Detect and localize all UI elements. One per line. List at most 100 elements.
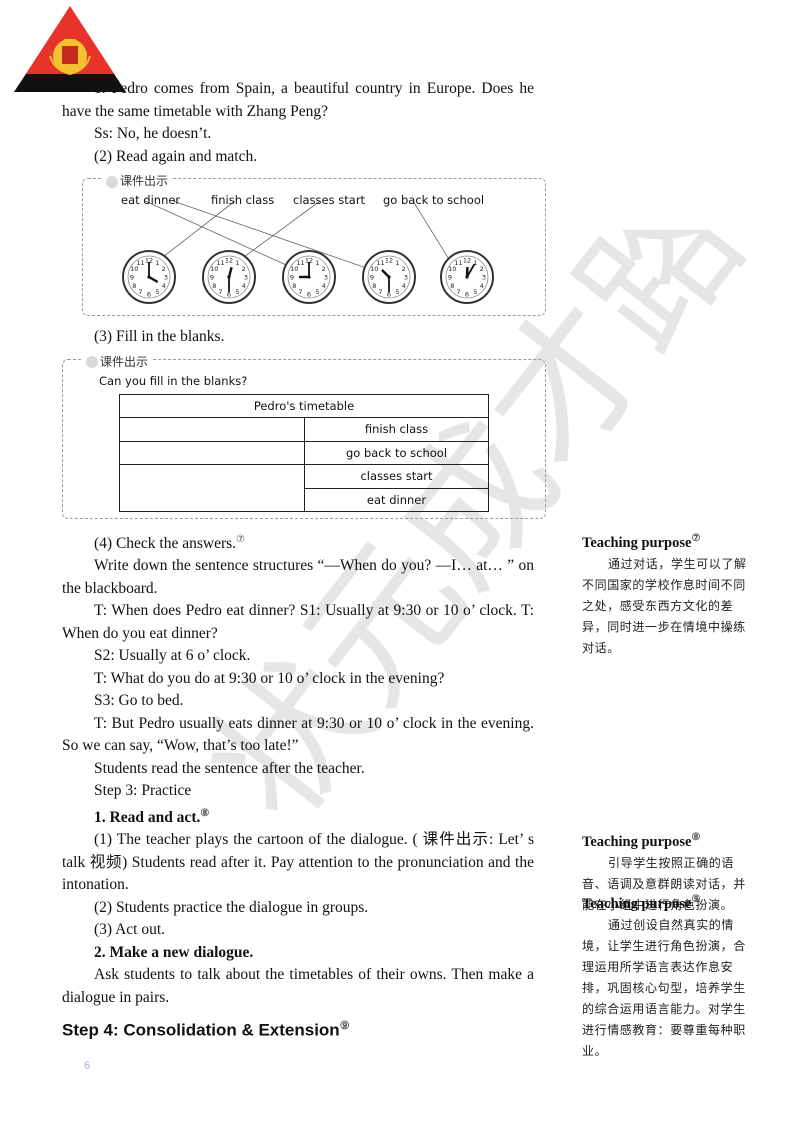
paragraph-practice: (2) Students practice the dialogue in gr… (94, 898, 369, 916)
sidebar-note-7: Teaching purpose⑦ 通过对话，学生可以了解不同国家的学校作息时间… (582, 533, 747, 655)
sidebar-note-8: Teaching purpose⑧ 引导学生按照正确的语音、语调及意群朗读对话，… (582, 832, 746, 912)
svg-text:1: 1 (235, 259, 239, 267)
label-eat-dinner: eat dinner (121, 193, 181, 207)
paragraph-dialogue-2: S2: Usually at 6 o’ clock. (94, 647, 251, 665)
blank-cell[interactable] (119, 440, 305, 465)
label-go-back-to-school: go back to school (383, 193, 485, 207)
svg-text:7: 7 (218, 288, 222, 296)
paragraph-dialogue-3: T: What do you do at 9:30 or 10 o’ clock… (94, 669, 445, 687)
step-4-heading: Step 4: Consolidation & Extension⑨ (62, 1020, 350, 1040)
svg-text:1: 1 (155, 259, 159, 267)
svg-text:4: 4 (480, 282, 484, 290)
svg-text:3: 3 (482, 274, 486, 282)
svg-text:7: 7 (456, 288, 460, 296)
courseware-label: 课件出示 (83, 350, 152, 373)
svg-text:8: 8 (132, 282, 136, 290)
fill-question: Can you fill in the blanks? (99, 373, 248, 388)
svg-text:8: 8 (372, 282, 376, 290)
table-title: Pedro's timetable (119, 393, 489, 418)
svg-text:12: 12 (225, 257, 233, 265)
svg-text:7: 7 (138, 288, 142, 296)
svg-text:2: 2 (480, 265, 484, 273)
svg-text:12: 12 (145, 257, 153, 265)
svg-text:9: 9 (130, 274, 134, 282)
paragraph-dialogue-4: S3: Go to bed. (94, 692, 184, 710)
paragraph-question: 1. Pedro comes from Spain, a beautiful c… (62, 80, 534, 120)
paragraph-answer: Ss: No, he doesn’t. (94, 125, 212, 142)
svg-text:6: 6 (227, 291, 231, 299)
svg-text:8: 8 (212, 282, 216, 290)
read-and-act-heading: 1. Read and act.⑧ (94, 807, 210, 826)
svg-text:2: 2 (162, 265, 166, 273)
blank-cell[interactable] (119, 417, 305, 442)
svg-text:4: 4 (242, 282, 246, 290)
svg-text:9: 9 (370, 274, 374, 282)
label-finish-class: finish class (211, 193, 275, 207)
svg-text:5: 5 (235, 288, 239, 296)
svg-text:10: 10 (290, 265, 298, 273)
svg-text:10: 10 (130, 265, 138, 273)
svg-text:10: 10 (448, 265, 456, 273)
svg-text:1: 1 (473, 259, 477, 267)
sidebar-note-9: Teaching purpose⑨ 通过创设自然真实的情境，让学生进行角色扮演，… (582, 894, 746, 1058)
svg-text:10: 10 (210, 265, 218, 273)
new-dialogue-heading: 2. Make a new dialogue. (94, 943, 254, 961)
svg-text:2: 2 (242, 265, 246, 273)
paragraph-dialogue-5: T: But Pedro usually eats dinner at 9:30… (62, 714, 534, 755)
fill-blanks-box: 课件出示 Can you fill in the blanks? Pedro's… (62, 350, 546, 519)
svg-text:5: 5 (473, 288, 477, 296)
svg-text:9: 9 (210, 274, 214, 282)
paragraph-fill-blanks: (3) Fill in the blanks. (94, 328, 225, 345)
paragraph-act-out: (3) Act out. (94, 921, 166, 939)
svg-text:5: 5 (315, 288, 319, 296)
step-3-heading: Step 3: Practice (94, 782, 192, 800)
table-cell: go back to school (304, 440, 489, 465)
svg-text:4: 4 (402, 282, 406, 290)
svg-text:11: 11 (136, 259, 144, 267)
label-classes-start: classes start (293, 193, 366, 207)
courseware-label: 课件出示 (103, 170, 172, 193)
svg-text:9: 9 (448, 274, 452, 282)
svg-text:4: 4 (162, 282, 166, 290)
svg-text:6: 6 (147, 291, 151, 299)
table-cell: finish class (304, 417, 489, 442)
svg-text:11: 11 (376, 259, 384, 267)
svg-text:10: 10 (370, 265, 378, 273)
svg-text:12: 12 (463, 257, 471, 265)
svg-text:6: 6 (307, 291, 311, 299)
page-number: 6 (84, 1060, 91, 1072)
paragraph-read-after: Students read the sentence after the tea… (94, 759, 365, 777)
svg-text:6: 6 (387, 291, 391, 299)
paragraph-dialogue-1: T: When does Pedro eat dinner? S1: Usual… (62, 602, 534, 642)
paragraph-timetables: Ask students to talk about the timetable… (62, 966, 534, 1006)
svg-text:11: 11 (216, 259, 224, 267)
svg-text:11: 11 (296, 259, 304, 267)
svg-text:1: 1 (315, 259, 319, 267)
main-content: 1. Pedro comes from Spain, a beautiful c… (62, 78, 546, 1042)
svg-text:5: 5 (395, 288, 399, 296)
match-exercise-box: 课件出示 eat dinner finish class classes sta… (82, 170, 546, 316)
paragraph-cartoon: (1) The teacher plays the cartoon of the… (62, 831, 534, 894)
svg-text:2: 2 (322, 265, 326, 273)
svg-text:12: 12 (385, 257, 393, 265)
paragraph-structures: Write down the sentence structures “—Whe… (62, 557, 534, 597)
svg-text:2: 2 (402, 265, 406, 273)
svg-text:12: 12 (305, 257, 313, 265)
svg-text:1: 1 (395, 259, 399, 267)
table-cell: classes start (304, 464, 489, 489)
table-cell: eat dinner (304, 487, 489, 512)
svg-text:3: 3 (244, 274, 248, 282)
svg-text:3: 3 (164, 274, 168, 282)
blank-cell[interactable] (119, 464, 305, 512)
school-crest-logo (14, 6, 126, 92)
svg-text:3: 3 (324, 274, 328, 282)
svg-text:9: 9 (290, 274, 294, 282)
svg-text:6: 6 (465, 291, 469, 299)
svg-text:7: 7 (378, 288, 382, 296)
svg-text:7: 7 (298, 288, 302, 296)
